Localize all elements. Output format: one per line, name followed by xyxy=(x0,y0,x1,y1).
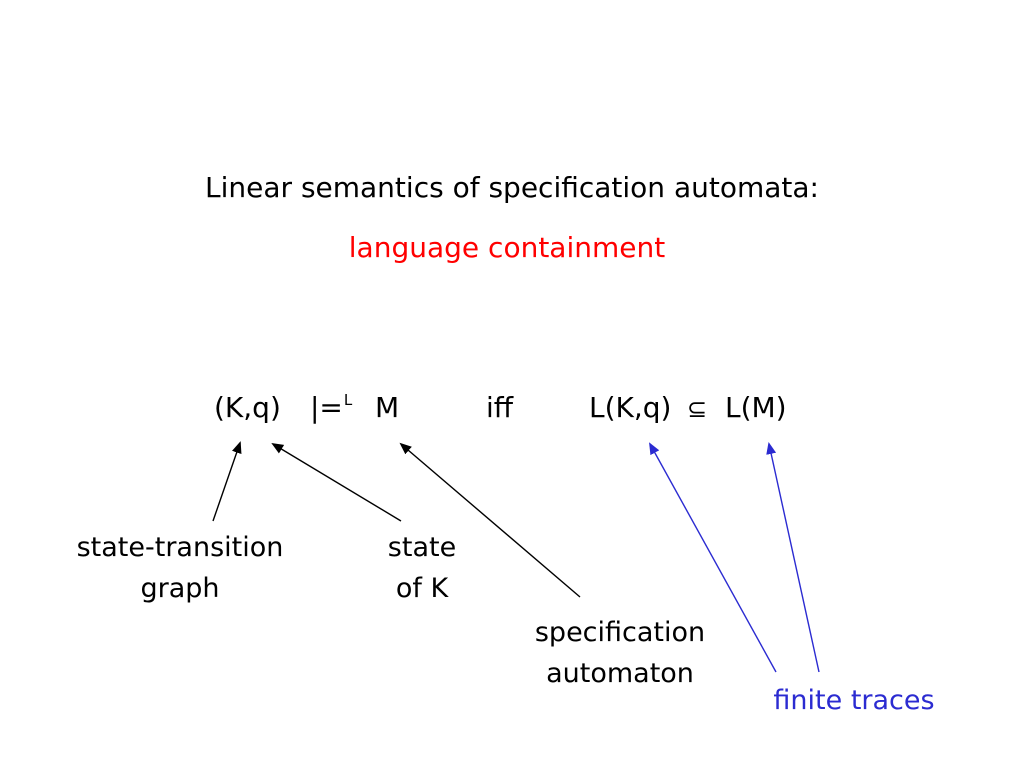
label-line: state-transition xyxy=(76,532,284,563)
formula-lm: L(M) xyxy=(725,391,787,424)
label-line: state xyxy=(387,532,457,563)
slide-subtitle: language containment xyxy=(348,231,666,264)
arrow-traces-to-lm xyxy=(766,442,820,673)
label-finite-traces: finite traces xyxy=(773,685,935,716)
label-state-of-k: state of K xyxy=(352,527,492,609)
formula-m: M xyxy=(375,391,400,424)
formula-satisfies: |=L xyxy=(310,391,353,424)
arrow-automaton-to-m xyxy=(399,442,581,598)
label-line: graph xyxy=(140,573,220,604)
label-line: specification xyxy=(534,617,706,648)
satisfies-symbol: |= xyxy=(310,391,343,424)
arrow-state-to-q xyxy=(271,442,402,522)
label-state-transition-graph: state-transition graph xyxy=(40,527,320,609)
satisfies-superscript: L xyxy=(343,391,353,409)
arrow-traces-to-lkq xyxy=(649,442,777,673)
formula-subset: ⊆ xyxy=(685,394,709,422)
formula-kq: (K,q) xyxy=(214,391,281,424)
label-line: automaton xyxy=(546,658,694,689)
formula-iff: iff xyxy=(486,391,514,424)
label-specification-automaton: specification automaton xyxy=(498,612,742,694)
subset-symbol: ⊆ xyxy=(687,395,708,423)
label-line: of K xyxy=(395,573,449,604)
formula-lkq: L(K,q) xyxy=(589,391,672,424)
slide-title: Linear semantics of specification automa… xyxy=(205,171,819,204)
arrow-graph-to-k xyxy=(212,441,242,522)
